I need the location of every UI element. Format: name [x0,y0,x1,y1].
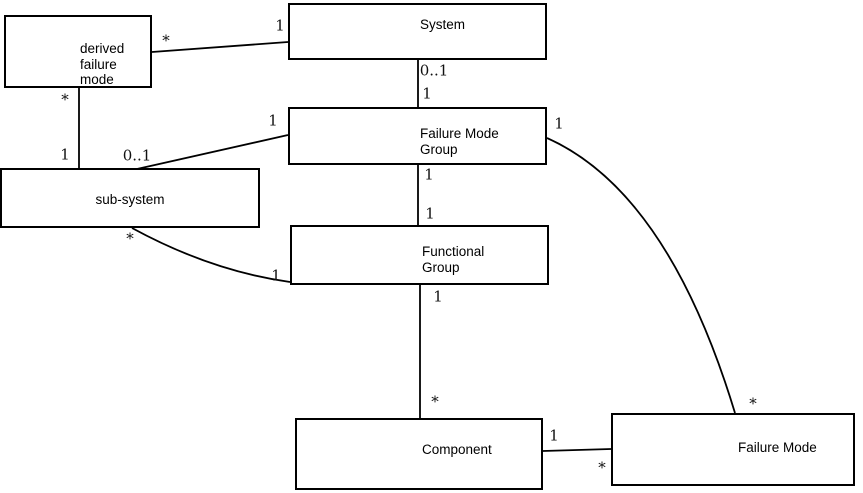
multiplicity-component--failure-mode-1: * [598,458,606,477]
node-sub-system: sub-system [0,168,260,228]
edge-sub-system--functional-group [131,227,291,283]
node-functional-group: Functional Group [290,225,549,285]
multiplicity-failure-mode-group--failure-mode-1: * [749,394,757,413]
multiplicity-sub-system--failure-mode-group-1: 1 [268,111,278,130]
node-failure-mode: Failure Mode [611,413,855,486]
multiplicity-system--failure-mode-group-1: 1 [422,84,432,103]
multiplicity-functional-group--component-1: * [431,392,439,411]
node-label-functional-group: Functional Group [422,244,485,275]
multiplicity-failure-mode-group--failure-mode-0: 1 [554,114,564,133]
multiplicity-sub-system--functional-group-1: 1 [271,266,281,285]
edge-failure-mode-group--failure-mode [546,137,736,414]
node-failure-mode-group: Failure Mode Group [288,107,547,165]
multiplicity-sub-system--functional-group-0: * [126,229,134,248]
multiplicity-derived-failure-mode--sub-system-1: 1 [60,145,70,164]
node-label-derived-failure-mode: derived failure mode [80,41,125,87]
multiplicity-functional-group--component-0: 1 [433,287,443,306]
multiplicity-derived-failure-mode--sub-system-0: * [61,90,69,109]
multiplicity-derived-failure-mode--system-1: 1 [275,16,285,35]
node-label-failure-mode: Failure Mode [738,440,817,455]
node-label-failure-mode-group: Failure Mode Group [420,126,499,157]
multiplicity-system--failure-mode-group-0: 0..1 [419,61,449,80]
node-label-system: System [420,17,466,32]
edge-derived-failure-mode--system [151,41,289,53]
multiplicity-component--failure-mode-0: 1 [549,426,559,445]
node-system: System [288,3,547,60]
multiplicity-failure-mode-group--functional-group-1: 1 [425,204,435,223]
multiplicity-derived-failure-mode--system-0: * [162,31,170,50]
edge-component--failure-mode [542,448,612,452]
node-label-component: Component [422,442,492,457]
node-label-sub-system: sub-system [95,192,165,207]
multiplicity-sub-system--failure-mode-group-0: 0..1 [122,146,152,165]
multiplicity-failure-mode-group--functional-group-0: 1 [424,165,434,184]
node-derived-failure-mode: derived failure mode [4,15,152,88]
edge-sub-system--failure-mode-group [136,134,289,170]
node-component: Component [295,418,543,490]
